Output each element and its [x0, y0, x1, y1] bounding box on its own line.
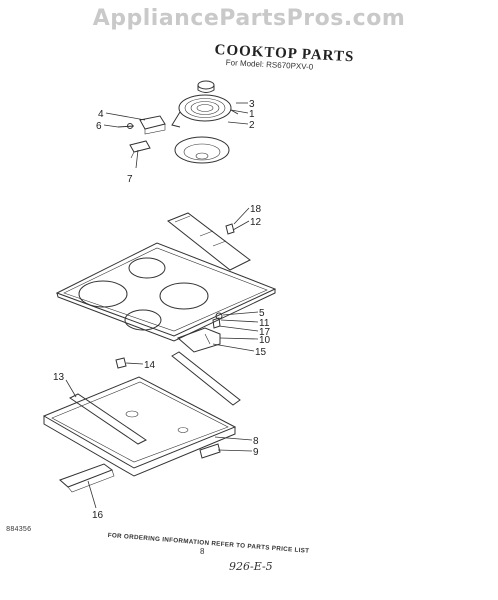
callout-11: 11 — [259, 318, 270, 329]
callout-15: 15 — [255, 347, 267, 358]
surface-element-group — [117, 80, 239, 164]
callout-18: 18 — [250, 204, 262, 215]
callout-12: 12 — [250, 217, 262, 228]
callout-6: 6 — [96, 121, 102, 132]
callout-3: 3 — [249, 99, 255, 110]
chassis-group — [42, 351, 241, 493]
callout-8: 8 — [253, 436, 259, 447]
callout-4: 4 — [98, 109, 104, 120]
callout-10: 10 — [259, 335, 271, 346]
watermark: AppliancePartsPros.com — [92, 6, 406, 31]
callout-14: 14 — [144, 360, 156, 371]
page-number: 8 — [200, 547, 205, 556]
cooktop-panel-group — [55, 212, 277, 353]
callout-labels: 3 1 2 4 6 7 18 12 5 11 17 10 15 14 13 8 … — [53, 99, 271, 521]
document-reference: 884356 — [6, 526, 32, 534]
callout-9: 9 — [253, 447, 259, 458]
callout-1: 1 — [249, 109, 255, 120]
handwritten-code: 926-E-5 — [229, 560, 273, 573]
callout-7: 7 — [127, 174, 133, 185]
leader-lines — [65, 102, 259, 509]
callout-5: 5 — [259, 308, 265, 319]
callout-2: 2 — [249, 120, 255, 131]
callout-16: 16 — [92, 510, 104, 521]
callout-17: 17 — [259, 327, 271, 338]
callout-13: 13 — [53, 372, 65, 383]
